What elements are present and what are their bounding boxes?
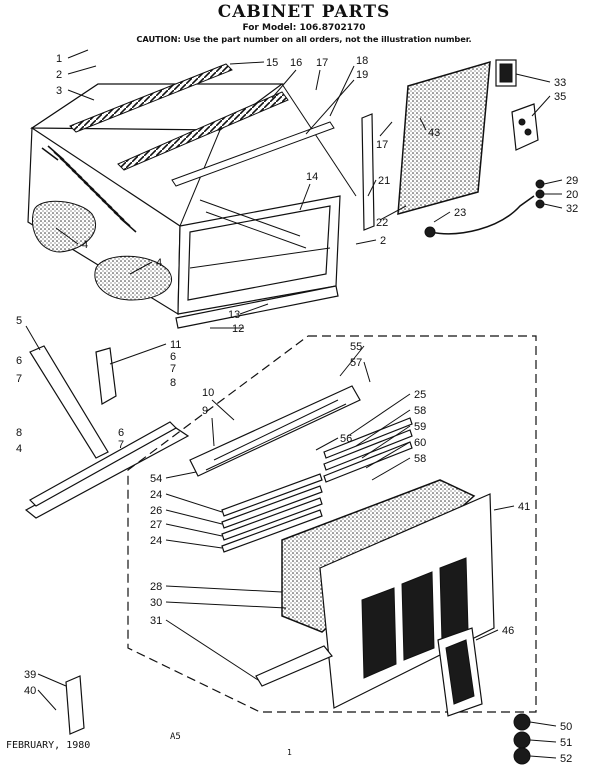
callout: 2 bbox=[56, 69, 62, 81]
callout: 24 bbox=[150, 535, 162, 547]
callout: 12 bbox=[232, 323, 244, 335]
cabinet-shell bbox=[27, 63, 357, 329]
callout: 16 bbox=[290, 57, 302, 69]
louver-set-left bbox=[221, 473, 323, 553]
callout: 1 bbox=[56, 53, 62, 65]
callout: 46 bbox=[502, 625, 514, 637]
callout: 58 bbox=[414, 405, 426, 417]
callout: 14 bbox=[306, 171, 318, 183]
page-code: A5 bbox=[170, 732, 181, 742]
callout: 18 bbox=[356, 55, 368, 67]
callout: 43 bbox=[428, 127, 440, 139]
callout: 2 bbox=[380, 235, 386, 247]
filter-panel bbox=[397, 60, 491, 216]
callout: 30 bbox=[150, 597, 162, 609]
angle-support bbox=[29, 345, 109, 459]
louver-set-right bbox=[323, 417, 413, 483]
model-number: For Model: 106.8702170 bbox=[242, 23, 366, 33]
callout: 13 bbox=[228, 309, 240, 321]
callout: 10 bbox=[202, 387, 214, 399]
caution-note: CAUTION: Use the part number on all orde… bbox=[136, 34, 472, 44]
callout: 50 bbox=[560, 721, 572, 733]
callout: 4 bbox=[16, 443, 22, 455]
callout: 39 bbox=[24, 669, 36, 681]
callout: 59 bbox=[414, 421, 426, 433]
bracket-11 bbox=[95, 347, 117, 405]
callout: 8 bbox=[16, 427, 22, 439]
bottom-rail-10 bbox=[24, 427, 190, 519]
callout: 57 bbox=[350, 357, 362, 369]
callout: 26 bbox=[150, 505, 162, 517]
callout: 54 bbox=[150, 473, 162, 485]
callout: 27 bbox=[150, 519, 162, 531]
callout-labels: 1 2 3 15 16 17 18 19 33 35 43 17 4 4 21 … bbox=[16, 53, 578, 765]
callout: 11 bbox=[170, 339, 181, 351]
callout: 23 bbox=[454, 207, 466, 219]
callout: 6 bbox=[16, 355, 22, 367]
callout: 25 bbox=[414, 389, 426, 401]
callout: 31 bbox=[150, 615, 162, 627]
callout: 28 bbox=[150, 581, 162, 593]
ground-wire bbox=[429, 195, 535, 235]
callout: 60 bbox=[414, 437, 426, 449]
callout: 7 bbox=[118, 439, 124, 451]
page-title: CABINET PARTS bbox=[217, 2, 391, 22]
callout: 32 bbox=[566, 203, 578, 215]
callout: 35 bbox=[554, 91, 566, 103]
front-assembly-boundary bbox=[127, 335, 537, 713]
callout: 41 bbox=[518, 501, 530, 513]
callout: 33 bbox=[554, 77, 566, 89]
bracket-part bbox=[511, 103, 539, 151]
callout: 9 bbox=[202, 405, 208, 417]
leader-lines bbox=[25, 49, 563, 759]
callout: 55 bbox=[350, 341, 362, 353]
callout: 7 bbox=[16, 373, 22, 385]
callout: 19 bbox=[356, 69, 368, 81]
callout: 7 bbox=[170, 363, 176, 375]
mounting-bracket-39 bbox=[65, 675, 85, 735]
control-knob bbox=[513, 713, 531, 731]
callout: 4 bbox=[156, 257, 162, 269]
callout: 40 bbox=[24, 685, 36, 697]
bottom-trim bbox=[255, 645, 333, 687]
callout: 24 bbox=[150, 489, 162, 501]
callout: 8 bbox=[170, 377, 176, 389]
side-rail bbox=[361, 113, 375, 231]
callout: 3 bbox=[56, 85, 62, 97]
callout: 17 bbox=[376, 139, 388, 151]
callout: 15 bbox=[266, 57, 278, 69]
page-number: 1 bbox=[287, 748, 292, 757]
callout: 22 bbox=[376, 217, 388, 229]
publication-date: FEBRUARY, 1980 bbox=[6, 740, 91, 751]
callout: 51 bbox=[560, 737, 572, 749]
callout: 21 bbox=[378, 175, 390, 187]
callout: 56 bbox=[340, 433, 352, 445]
callout: 6 bbox=[170, 351, 176, 363]
callout: 4 bbox=[82, 239, 88, 251]
callout: 58 bbox=[414, 453, 426, 465]
callout: 17 bbox=[316, 57, 328, 69]
callout: 29 bbox=[566, 175, 578, 187]
callout: 6 bbox=[118, 427, 124, 439]
callout: 52 bbox=[560, 753, 572, 765]
callout: 5 bbox=[16, 315, 22, 327]
callout: 20 bbox=[566, 189, 578, 201]
